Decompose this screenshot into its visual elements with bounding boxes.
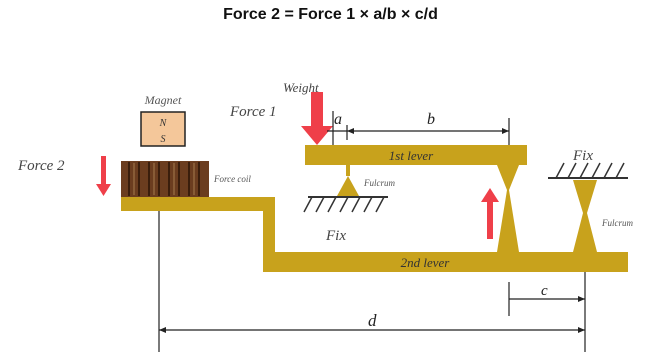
label-force-2: Force 2: [17, 158, 65, 174]
magnet: [140, 111, 186, 147]
label-force-1: Force 1: [229, 104, 277, 120]
label-magnet: Magnet: [144, 93, 182, 107]
label-weight: Weight: [283, 80, 319, 95]
label-a: a: [334, 111, 342, 128]
ground-hatch-2: [555, 162, 625, 179]
label-b: b: [427, 111, 435, 128]
label-d: d: [368, 311, 377, 330]
diagram-title: Force 2 = Force 1 × a/b × c/d: [223, 6, 438, 23]
force-1-arrow: [301, 92, 333, 145]
label-fulcrum-2: Fulcrum: [601, 218, 633, 228]
lever-connector: [497, 165, 519, 252]
label-fix-2: Fix: [572, 148, 593, 164]
label-magnet-s: S: [161, 134, 166, 145]
label-magnet-n: N: [159, 118, 168, 129]
coil-highlights: [133, 163, 195, 195]
coil-windings: [128, 162, 200, 196]
upward-arrow: [481, 188, 499, 239]
label-fix-1: Fix: [325, 228, 346, 244]
label-c: c: [541, 283, 548, 299]
second-lever: [121, 197, 628, 272]
fulcrum-2: [573, 180, 597, 252]
label-fulcrum-1: Fulcrum: [363, 178, 395, 188]
label-lever-1: 1st lever: [389, 148, 434, 163]
label-lever-2: 2nd lever: [401, 255, 451, 270]
first-lever: [305, 145, 527, 165]
label-force-coil: Force coil: [213, 174, 251, 184]
ground-hatch-1: [303, 196, 385, 213]
fulcrum-1-triangle: [337, 176, 359, 196]
force-2-arrow: [96, 156, 111, 196]
